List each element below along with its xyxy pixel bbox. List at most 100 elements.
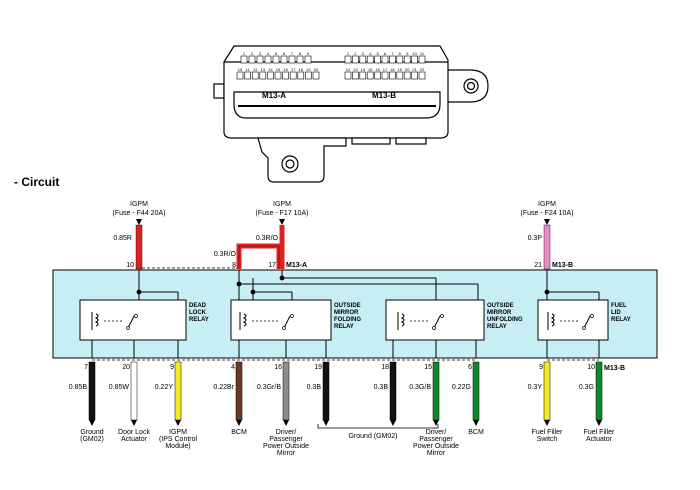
supply-3-name: IGPM <box>538 201 556 208</box>
bottom-arrow <box>473 420 479 426</box>
relay-3-line-1: OUTSIDE <box>487 303 514 309</box>
m13a-bottom-pin-number: 11 <box>246 67 251 72</box>
junction-dots <box>136 275 550 295</box>
bottom-wire-label: 0.3G <box>579 384 594 391</box>
m13b-bottom-pin-number: 16 <box>375 67 380 72</box>
destination-label: (GM02) <box>80 436 104 443</box>
m13a-top-pin-number: 7 <box>291 51 294 56</box>
m13a-bottom-pin-number: 16 <box>283 67 288 72</box>
bottom-arrow <box>433 420 439 426</box>
relay-1-contact <box>134 314 138 318</box>
bottom-pin-18: 18 <box>381 364 389 371</box>
bottom-pin-9: 9 <box>170 364 174 371</box>
relay-2-coil <box>242 313 247 327</box>
bottom-wire-label: 0.3B <box>307 384 322 391</box>
destination-label: Fuel Filler <box>584 429 615 436</box>
m13a-top-pin-number: 1 <box>243 51 246 56</box>
bottom-wire-0.3Y <box>543 361 551 421</box>
bottom-arrow <box>596 420 602 426</box>
top-wire-0.85R <box>135 224 143 270</box>
bottom-wire-label: 0.22Y <box>155 384 174 391</box>
destination-label: Actuator <box>121 436 148 443</box>
m13a-top-pin-number: 3 <box>259 51 262 56</box>
m13a-top-cavity <box>288 55 296 64</box>
m13a-bottom-pin-number: 18 <box>299 67 304 72</box>
m13b-bottom-pin-number: 17 <box>383 67 388 72</box>
bottom-wire-0.22Y <box>174 361 182 421</box>
bottom-pin-10: 10 <box>587 364 595 371</box>
destination-label: IGPM <box>169 429 187 436</box>
m13a-top-cavity <box>264 55 272 64</box>
relay-2-contact <box>282 326 286 330</box>
m13a-top-cavity <box>248 55 256 64</box>
m13a-bottom-cavity <box>236 71 244 80</box>
destination-label: Driver/ <box>426 429 447 436</box>
m13a-bottom-pin-number: 19 <box>306 67 311 72</box>
m13b-top-pin-number: 8 <box>399 51 402 56</box>
top-pin-10: 10 <box>126 262 134 269</box>
m13a-bottom-cavity <box>274 71 282 80</box>
m13a-bottom-pin-number: 10 <box>238 67 243 72</box>
top-pin-8: 8 <box>232 262 236 269</box>
top-wire-label-3: 0.3R/O <box>256 235 279 242</box>
m13b-top-pin-number: 4 <box>369 51 372 56</box>
shared-ground-bracket <box>317 424 439 429</box>
bottom-pin-4: 4 <box>231 364 235 371</box>
bottom-arrow <box>89 420 95 426</box>
destination-label: Mirror <box>277 450 296 457</box>
relay-2-line-4: RELAY <box>334 324 354 330</box>
m13b-bottom-cavity <box>359 71 367 80</box>
m13b-top-pin-number: 7 <box>391 51 394 56</box>
shared-ground-label: Ground (GM02) <box>348 433 397 440</box>
m13a-bottom-cavity <box>282 71 289 80</box>
m13b-bottom-cavity <box>418 71 426 80</box>
destination-label: Passenger <box>269 436 303 443</box>
m13b-top-pin-number: 6 <box>384 51 387 56</box>
relay-2-line-1: OUTSIDE <box>334 303 361 309</box>
destination-label: Power Outside <box>413 443 459 450</box>
relay-4-line-2: LID <box>611 310 621 316</box>
relay-4-line-1: FUEL <box>611 303 627 309</box>
m13b-top-pin-number: 2 <box>354 51 357 56</box>
bottom-connector-m13b: M13-B <box>604 365 625 372</box>
relay-1-line-1: DEAD <box>189 303 207 309</box>
m13b-bottom-pin-number: 19 <box>398 67 403 72</box>
m13b-top-pin-number: 5 <box>376 51 379 56</box>
bottom-pin-19: 19 <box>314 364 322 371</box>
top-wire-label-4: 0.3P <box>528 235 543 242</box>
bottom-wire-label: 0.22G <box>452 384 471 391</box>
relay-3-switch <box>433 315 441 329</box>
bottom-pin-6: 6 <box>468 364 472 371</box>
relay-3-line-4: RELAY <box>487 324 507 330</box>
relay-3-coil <box>400 313 405 327</box>
bottom-arrow <box>544 420 550 426</box>
m13a-bottom-cavity <box>305 71 312 80</box>
bottom-pin-15: 15 <box>424 364 432 371</box>
relay-2-switch <box>283 315 291 329</box>
top-wire-0.3RO-outline <box>238 245 280 269</box>
supply-2-name: IGPM <box>273 201 291 208</box>
m13b-top-cavity <box>374 55 381 64</box>
m13b-bottom-cavity <box>352 71 359 80</box>
bottom-wire-label: 0.3G/B <box>409 384 431 391</box>
relay-4-line-3: RELAY <box>611 317 631 323</box>
m13a-bottom-pin-number: 15 <box>276 67 281 72</box>
bottom-arrow <box>131 420 137 426</box>
m13a-top-pin-number: 5 <box>275 51 278 56</box>
bottom-pin-9: 9 <box>539 364 543 371</box>
relay-2-line-2: MIRROR <box>334 310 359 316</box>
m13a-bottom-cavity <box>251 71 259 80</box>
m13a-top-cavity <box>280 55 288 64</box>
m13a-top-cavity <box>296 55 304 64</box>
m13b-top-cavity <box>352 55 359 64</box>
m13a-bottom-cavity <box>289 71 297 80</box>
bottom-wire-label: 0.85B <box>69 384 88 391</box>
relay-4-contact <box>590 314 594 318</box>
m13b-bottom-pin-number: 18 <box>390 67 395 72</box>
bottom-pin-7: 7 <box>84 364 88 371</box>
m13b-bottom-cavity <box>389 71 396 80</box>
m13a-bottom-pin-number: 17 <box>291 67 296 72</box>
bottom-wire-label: 0.3Gr/B <box>257 384 281 391</box>
